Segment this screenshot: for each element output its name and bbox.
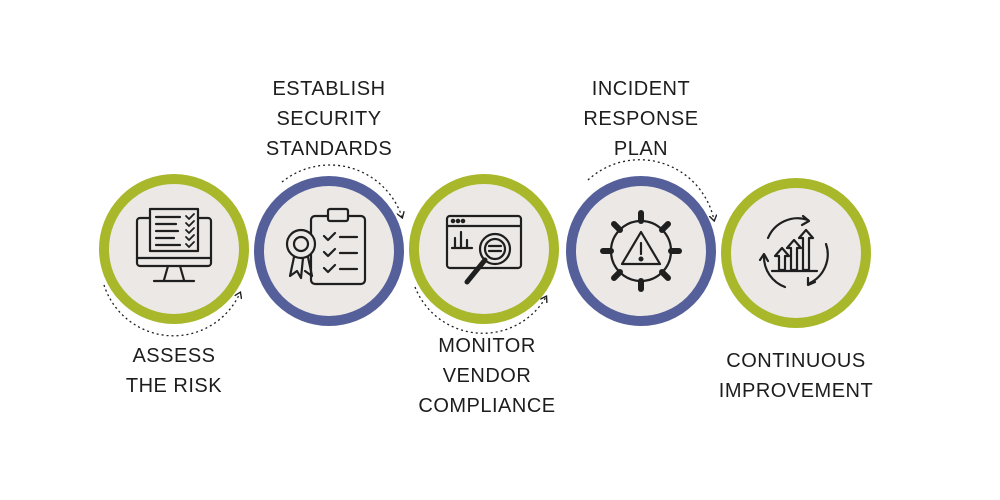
step-label-line: RESPONSE xyxy=(583,108,699,130)
step-ring xyxy=(254,176,404,326)
step-label-line: PLAN xyxy=(613,138,669,160)
cycle-growth-arrows-icon xyxy=(758,214,829,289)
step-label-line: IMPROVEMENT xyxy=(718,380,874,402)
step-label-line: VENDOR xyxy=(442,365,532,387)
step-label-line: THE RISK xyxy=(125,375,223,397)
connector-arrow-1 xyxy=(103,284,240,337)
gear-warning-icon xyxy=(600,210,682,292)
monitor-checklist-icon xyxy=(135,207,213,283)
connector-arrow-3 xyxy=(414,286,546,334)
step-circle-standards xyxy=(254,176,404,326)
step-label-line: COMPLIANCE xyxy=(418,395,556,417)
step-label-improve: CONTINUOUS IMPROVEMENT xyxy=(686,346,906,406)
clipboard-award-icon xyxy=(285,207,367,286)
step-circle-assess xyxy=(99,174,249,324)
step-circle-improve xyxy=(721,178,871,328)
step-label-incident: INCIDENT RESPONSE PLAN xyxy=(531,74,751,164)
browser-magnifier-icon xyxy=(445,214,523,285)
step-label-line: ASSESS xyxy=(132,345,216,367)
step-label-standards: ESTABLISH SECURITY STANDARDS xyxy=(219,74,439,164)
step-label-line: ESTABLISH xyxy=(272,78,386,100)
step-label-monitor: MONITOR VENDOR COMPLIANCE xyxy=(377,331,597,421)
connector-arrow-4 xyxy=(587,159,714,220)
step-circle-monitor xyxy=(409,174,559,324)
step-label-assess: ASSESS THE RISK xyxy=(64,341,284,401)
step-circle-incident xyxy=(566,176,716,326)
step-label-line: INCIDENT xyxy=(591,78,691,100)
step-label-line: SECURITY xyxy=(276,108,382,130)
step-label-line: STANDARDS xyxy=(265,138,393,160)
connector-arrow-2 xyxy=(281,164,402,217)
step-label-line: CONTINUOUS xyxy=(726,350,866,372)
step-label-line: MONITOR xyxy=(438,335,536,357)
